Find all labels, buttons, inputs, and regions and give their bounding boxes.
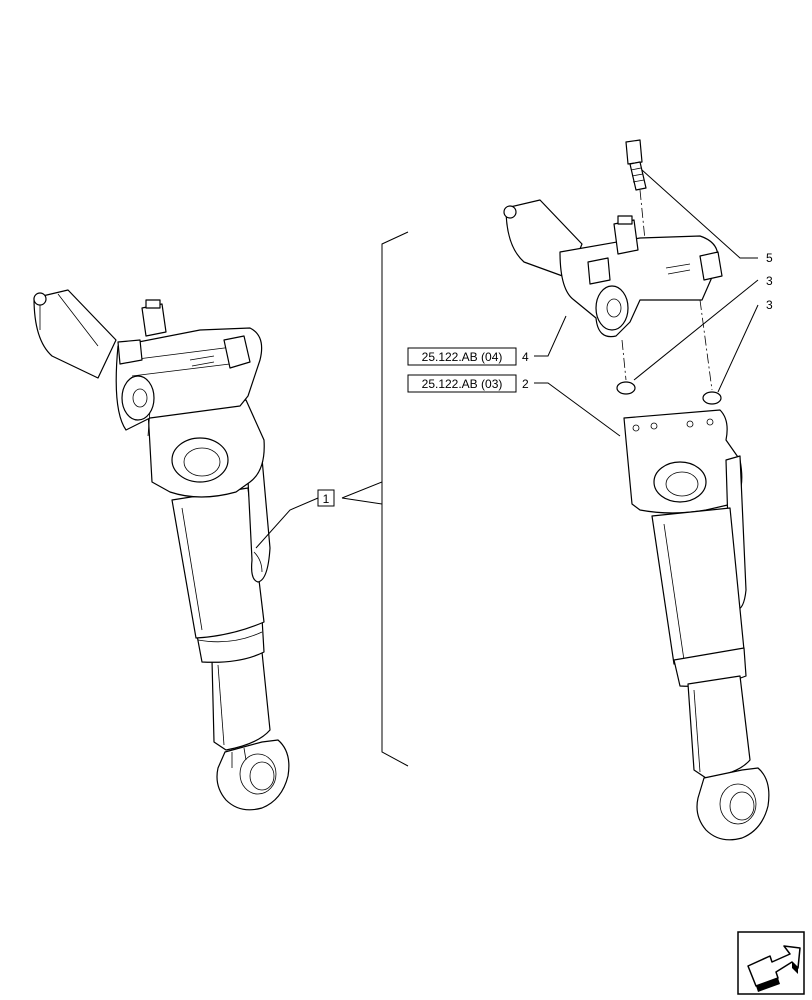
leader-1 bbox=[255, 497, 319, 549]
grouping-bracket bbox=[341, 231, 409, 767]
callout-4: 4 bbox=[522, 350, 529, 364]
leader-5 bbox=[641, 169, 758, 259]
bolt-part bbox=[625, 139, 647, 191]
callout-3b: 3 bbox=[766, 298, 773, 312]
leader-4 bbox=[534, 315, 567, 357]
callout-5: 5 bbox=[766, 251, 773, 265]
o-ring-right bbox=[702, 391, 722, 405]
right-cylinder-assembly bbox=[503, 139, 770, 841]
callout-1-label: 1 bbox=[323, 492, 330, 506]
reference-03-label: 25.122.AB (03) bbox=[422, 377, 503, 391]
reference-box-03[interactable]: 25.122.AB (03) bbox=[407, 374, 517, 393]
leader-3b bbox=[717, 304, 759, 393]
callout-2: 2 bbox=[522, 377, 529, 391]
reference-04-label: 25.122.AB (04) bbox=[422, 350, 503, 364]
callout-1[interactable]: 1 bbox=[317, 489, 335, 507]
valve-block-part bbox=[503, 199, 723, 338]
left-cylinder-assembly bbox=[33, 289, 290, 811]
leader-2 bbox=[534, 382, 621, 437]
leader-3a bbox=[633, 279, 759, 381]
o-ring-left bbox=[616, 381, 636, 395]
reference-box-04[interactable]: 25.122.AB (04) bbox=[407, 347, 517, 366]
arrow-navigation-icon[interactable] bbox=[737, 931, 805, 995]
callout-3a: 3 bbox=[766, 274, 773, 288]
